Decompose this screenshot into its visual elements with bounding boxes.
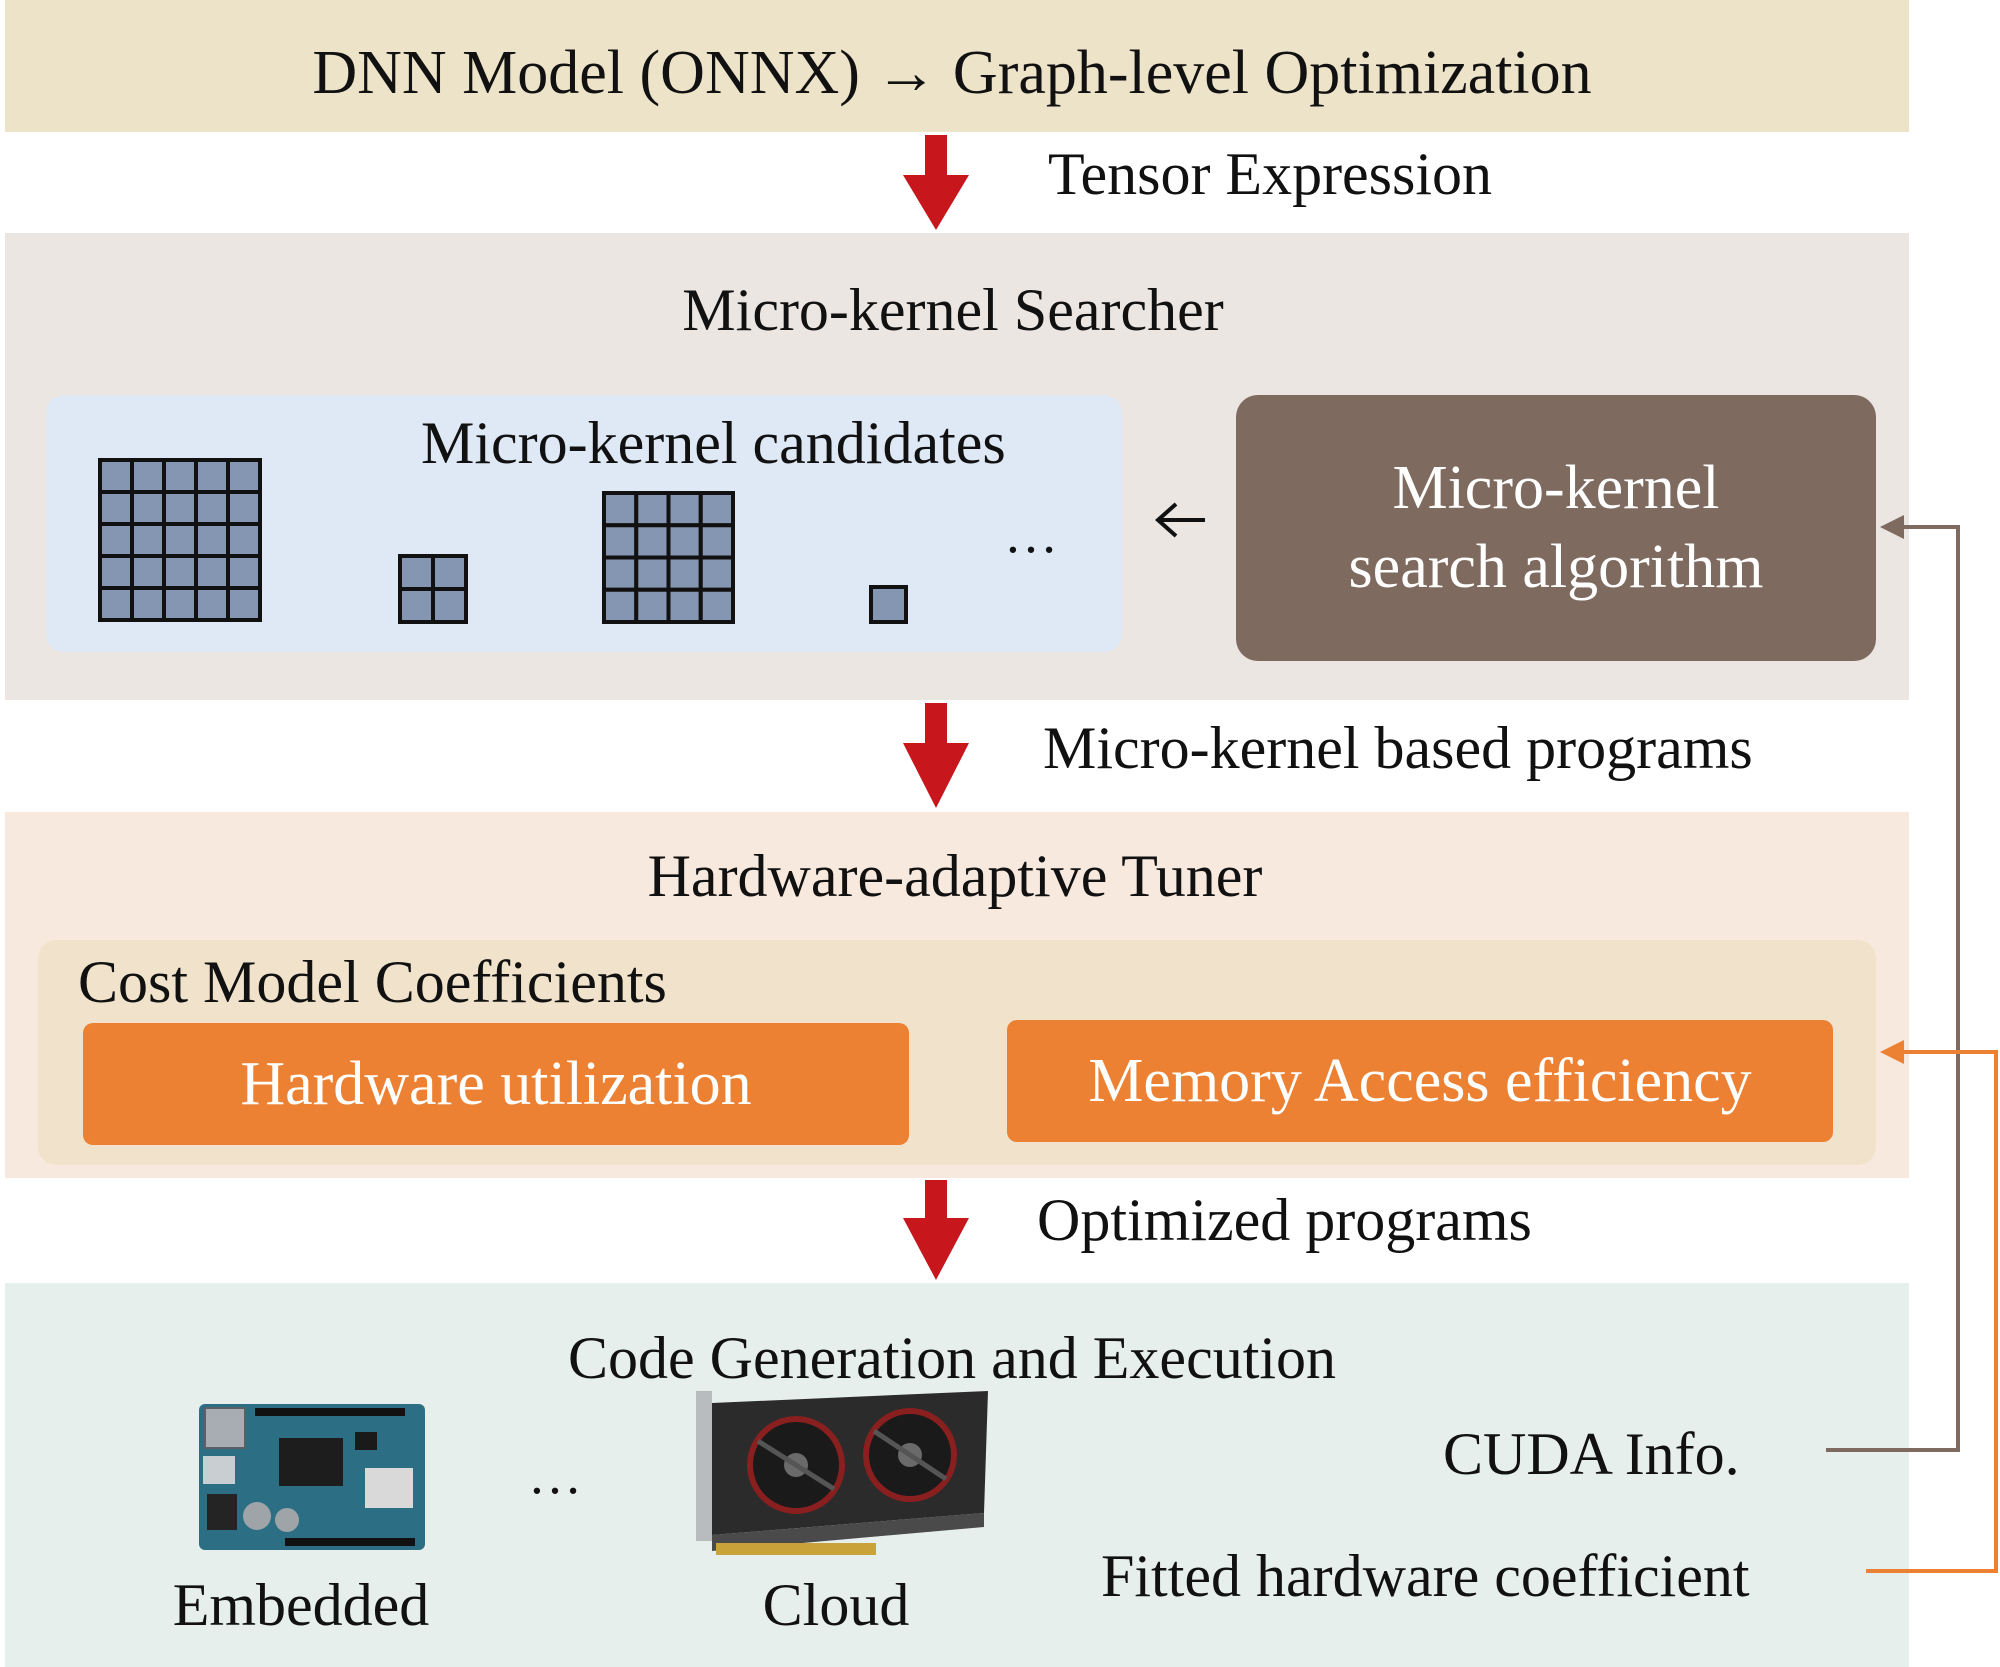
search-algorithm-line2: search algorithm	[1348, 533, 1764, 601]
cloud-label: Cloud	[762, 1572, 910, 1638]
grid-cell	[431, 587, 468, 624]
flow-label-micro-kernel-programs: Micro-kernel based programs	[1043, 715, 1753, 781]
flow-label-optimized-programs: Optimized programs	[1037, 1187, 1532, 1253]
top-stage-title: DNN Model (ONNX) → Graph-level Optimizat…	[312, 39, 1592, 107]
devices-ellipsis: …	[528, 1445, 582, 1505]
candidates-ellipsis: …	[1004, 504, 1058, 564]
grid-cell	[698, 491, 735, 528]
grid-cell	[634, 587, 671, 624]
candidates-label: Micro-kernel candidates	[421, 410, 1006, 476]
memory-access-efficiency-box: Memory Access efficiency	[1007, 1020, 1833, 1142]
flow-arrow-2	[903, 703, 969, 808]
candidate-grid-2x2	[398, 554, 468, 624]
candidate-grid-4x4	[602, 491, 735, 624]
top-stage-band	[5, 0, 1909, 132]
cloud-gpu-image	[696, 1391, 988, 1555]
micro-kernel-candidates-panel: Micro-kernel candidates …	[46, 395, 1122, 652]
fitted-coefficient-label: Fitted hardware coefficient	[1101, 1543, 1750, 1609]
codegen-title: Code Generation and Execution	[567, 1325, 1337, 1391]
grid-cell	[698, 587, 735, 624]
embedded-label: Embedded	[172, 1572, 430, 1638]
candidates-feed-arrow	[1154, 502, 1205, 538]
fitted-coefficient-feedback-line	[1866, 1040, 1998, 1573]
cuda-info-feedback-line	[1826, 515, 1960, 1452]
grid-cell	[194, 586, 230, 622]
grid-cell	[398, 587, 435, 624]
cost-model-coefficients-label: Cost Model Coefficients	[78, 949, 667, 1015]
flow-arrow-3	[903, 1180, 969, 1280]
grid-cell	[666, 587, 703, 624]
flow-label-tensor-expression: Tensor Expression	[1048, 141, 1493, 207]
hardware-utilization-box: Hardware utilization	[83, 1023, 909, 1145]
candidate-grid-1x1	[869, 585, 908, 624]
flow-arrow-1	[903, 135, 969, 230]
searcher-title: Micro-kernel Searcher	[682, 277, 1224, 343]
tuner-title: Hardware-adaptive Tuner	[647, 843, 1263, 909]
cuda-info-label: CUDA Info.	[1443, 1421, 1740, 1487]
embedded-board-image	[199, 1404, 425, 1550]
search-algorithm-line1: Micro-kernel	[1392, 453, 1720, 522]
grid-cell	[226, 490, 262, 526]
micro-kernel-search-algorithm-box: Micro-kernel search algorithm	[1236, 395, 1876, 661]
candidate-grid-5x5	[98, 458, 262, 622]
grid-cell	[226, 586, 262, 622]
grid-cell	[162, 522, 198, 558]
grid-cell	[431, 554, 468, 591]
grid-cell	[698, 523, 735, 560]
grid-cell	[869, 585, 908, 624]
grid-cell	[698, 555, 735, 592]
